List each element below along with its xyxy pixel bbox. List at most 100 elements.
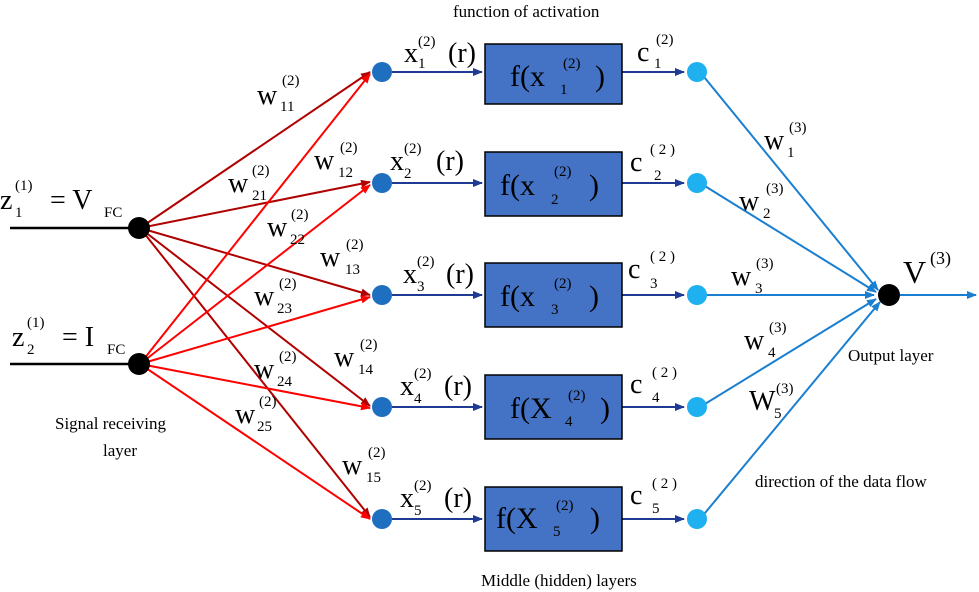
edge-w25 [139,363,371,520]
input-label-1: z 1 (1) = V FC [0,178,122,221]
w11-base: w [257,80,278,111]
activation-box-2 [484,151,623,217]
w23-base: w [254,281,275,312]
weight-w1-3: w 1 (3) [764,120,807,161]
weight-w24: w 24 (2) [254,349,297,390]
w13-sup: (2) [346,237,364,253]
c5-sub: 5 [652,501,660,517]
weight-w4-3: w 4 (3) [744,320,787,361]
f1-sub: 1 [560,82,568,98]
weight-w21: w 21 (2) [228,163,270,204]
w3-3-sub: 3 [755,281,763,297]
hidden-row-4: x 4 (2) (r) f(X 4 (2) ) c 4 ( 2 ) [400,365,677,430]
input-2-sub: 2 [27,342,35,358]
c1-sup: (2) [656,32,674,48]
f2-sup: (2) [554,164,572,180]
f3-sup: (2) [554,276,572,292]
x4-sup: (2) [414,366,432,382]
x5-sup: (2) [414,478,432,494]
x1-arg: (r) [448,38,476,69]
output-label: V (3) [903,248,951,290]
x3-sub: 3 [417,279,425,295]
x1-sup: (2) [418,34,436,50]
c2-sub: 2 [654,168,662,184]
input-2-sup: (1) [27,315,45,331]
w21-sub: 21 [252,188,267,204]
w12-sub: 12 [338,165,353,181]
weight-w3-3: w 3 (3) [731,256,774,297]
input-node-2 [128,353,150,375]
w22-sub: 22 [290,232,305,248]
weight-w25: w 25 (2) [235,394,277,435]
w23-sub: 23 [277,301,292,317]
f1-sup: (2) [563,56,581,72]
w4-3-sup: (3) [769,320,787,336]
w11-sub: 11 [280,99,294,115]
f2-sub: 2 [551,192,559,208]
f3-post: ) [589,280,599,313]
weight-w13: w 13 (2) [320,237,364,278]
w2-3-base: w [739,186,760,217]
edge-w5-out [699,301,881,520]
edge-w4-out [699,298,877,408]
w24-base: w [254,354,275,385]
input-2-eqsub: FC [107,342,125,358]
w23-sup: (2) [279,276,297,292]
x3-arg: (r) [446,259,474,290]
input-1-eqsub: FC [104,205,122,221]
w14-base: w [334,342,355,373]
w13-sub: 13 [345,262,360,278]
c5-base: c [630,480,642,511]
f4-sub: 4 [565,414,573,430]
hidden-output-node-5 [687,509,707,529]
f4-pre: f(X [510,392,552,425]
output-node [878,284,900,306]
w11-sup: (2) [282,73,300,89]
w3-3-base: w [731,261,752,292]
c2-base: c [630,147,642,178]
w21-base: w [228,168,249,199]
c5-sup: ( 2 ) [652,476,677,492]
hidden-output-node-1 [687,62,707,82]
w24-sub: 24 [277,374,293,390]
f4-sup: (2) [568,388,586,404]
c3-sup: ( 2 ) [650,249,675,265]
f2-pre: f(x [500,169,535,202]
w5-3-base: W [749,386,776,417]
hidden-row-3: x 3 (2) (r) f(x 3 (2) ) c 3 ( 2 ) [403,249,675,318]
edge-w1-out [699,71,879,291]
x4-base: x [400,371,414,402]
x1-sub: 1 [418,56,426,72]
w25-base: w [235,399,256,430]
w1-3-sup: (3) [789,120,807,136]
w4-3-base: w [744,325,765,356]
c4-base: c [630,369,642,400]
x3-base: x [403,259,417,290]
activation-box-1 [484,43,623,105]
c1-sub: 1 [654,56,662,72]
x2-sup: (2) [404,141,422,157]
w5-3-sub: 5 [774,406,782,422]
hidden-row-1: x 1 (2) (r) f(x 1 (2) ) c 1 (2) [404,32,674,98]
edge-w2-out [699,182,877,293]
x2-arg: (r) [436,146,464,177]
w22-base: w [267,212,288,243]
input-1-sup: (1) [15,178,33,194]
w14-sup: (2) [360,337,378,353]
f1-pre: f(x [510,60,545,93]
caption-flow: direction of the data flow [755,472,928,491]
activation-box-4 [484,374,623,440]
w2-3-sup: (3) [766,181,784,197]
f5-pre: f(X [496,502,538,535]
hidden-input-node-1 [372,62,392,82]
c4-sub: 4 [652,390,660,406]
hidden-input-node-2 [372,173,392,193]
hidden-input-node-5 [372,509,392,529]
weight-w23: w 23 (2) [254,276,297,317]
w1-3-sub: 1 [787,145,795,161]
input-2-base: z [12,322,24,353]
x4-arg: (r) [444,371,472,402]
weight-w15: w 15 (2) [342,445,386,486]
w25-sup: (2) [259,394,277,410]
